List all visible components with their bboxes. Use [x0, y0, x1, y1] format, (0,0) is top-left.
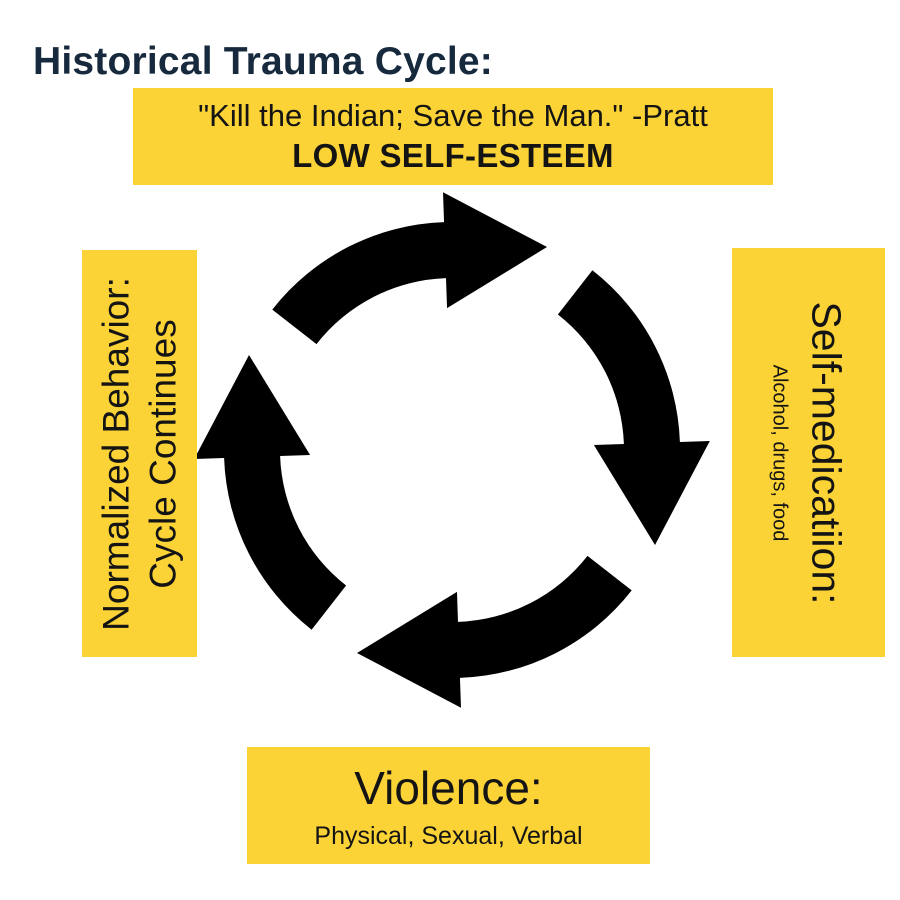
- low-self-esteem-label: LOW SELF-ESTEEM: [292, 137, 614, 174]
- self-medication-label: Self-medicatiion:: [803, 300, 850, 605]
- page-title: Historical Trauma Cycle:: [33, 40, 493, 83]
- cycle-arrow-right-icon: [557, 270, 710, 546]
- stage-self-medication: Self-medicatiion: Alcohol, drugs, food: [732, 248, 885, 657]
- stage-violence: Violence: Physical, Sexual, Verbal: [247, 747, 650, 864]
- cycle-arrow-top-icon: [272, 192, 548, 345]
- clockwise-cycle-arrows-icon: [194, 192, 710, 708]
- stage-low-self-esteem: "Kill the Indian; Save the Man." -Pratt …: [133, 88, 773, 185]
- stage-normalized-behavior: Normalized Behavior: Cycle Continues: [82, 250, 197, 657]
- cycle-arrow-bottom-icon: [356, 555, 632, 708]
- cycle-continues-label: Cycle Continues: [141, 318, 183, 589]
- normalized-behavior-text: Normalized Behavior: Cycle Continues: [82, 250, 197, 657]
- violence-sublabel: Physical, Sexual, Verbal: [314, 821, 583, 850]
- cycle-arrow-left-icon: [194, 354, 347, 630]
- self-medication-sublabel: Alcohol, drugs, food: [768, 364, 791, 541]
- normalized-behavior-label: Normalized Behavior:: [94, 276, 136, 631]
- self-medication-text: Self-medicatiion: Alcohol, drugs, food: [732, 248, 885, 657]
- violence-label: Violence:: [354, 761, 543, 814]
- pratt-quote: "Kill the Indian; Save the Man." -Pratt: [198, 98, 708, 133]
